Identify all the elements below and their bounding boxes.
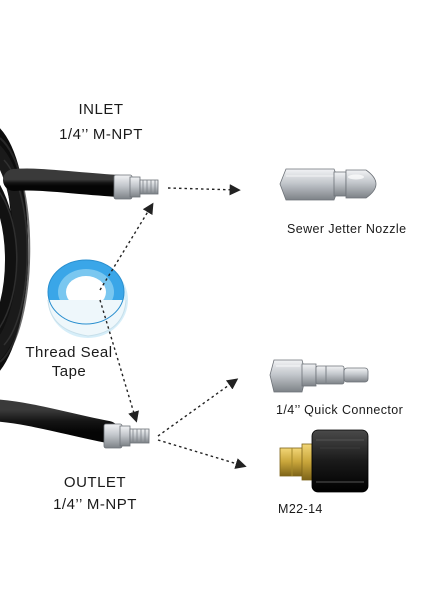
- thread-seal-tape-icon: [47, 259, 128, 338]
- tape-label-line1: Thread Seal: [25, 344, 113, 361]
- connection-arrows: [99, 184, 247, 469]
- arrow-inlet-to-nozzle: [167, 184, 241, 196]
- m22-coupler-icon: [279, 429, 369, 493]
- arrow-tape-to-inlet: [99, 202, 154, 291]
- outlet-fitting: [103, 423, 150, 449]
- arrow-outlet-to-m22: [157, 439, 247, 469]
- arrow-tape-to-outlet: [99, 299, 139, 423]
- inlet-thread: 1/4’’ M-NPT: [59, 126, 143, 143]
- nozzle-label: Sewer Jetter Nozzle: [287, 222, 407, 236]
- tape-label-line2: Tape: [51, 363, 87, 380]
- inlet-fitting: [113, 174, 159, 200]
- arrow-outlet-to-quick-connector: [157, 378, 239, 437]
- m22-label: M22-14: [278, 502, 323, 516]
- outlet-title: OUTLET: [63, 474, 127, 491]
- hose-coil: [0, 128, 31, 371]
- outlet-thread: 1/4’’ M-NPT: [53, 496, 137, 513]
- outlet-hose: [0, 399, 119, 443]
- quick-connector-label: 1/4’’ Quick Connector: [276, 403, 404, 417]
- sewer-jetter-nozzle-icon: [279, 168, 377, 201]
- quick-connector-icon: [269, 359, 369, 393]
- inlet-title: INLET: [78, 101, 124, 118]
- inlet-hose: [3, 168, 131, 197]
